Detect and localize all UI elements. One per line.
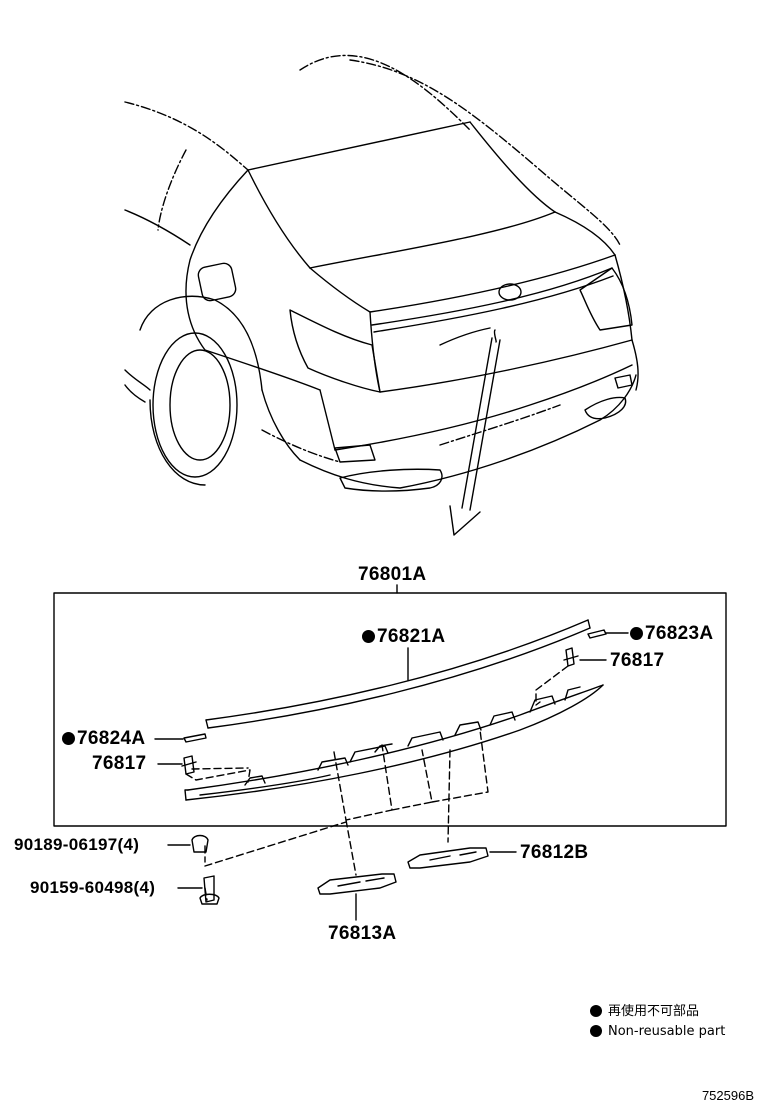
label-76824A: 76824A bbox=[62, 729, 145, 749]
nut-left-part bbox=[157, 755, 197, 775]
label-76821A: 76821A bbox=[362, 627, 445, 647]
screw-lower-part bbox=[177, 875, 220, 905]
vehicle-illustration bbox=[124, 54, 639, 492]
clip-left-part bbox=[183, 733, 207, 743]
assembly-frame bbox=[53, 592, 727, 827]
non-reusable-dot-icon bbox=[62, 732, 75, 745]
non-reusable-dot-icon bbox=[362, 630, 375, 643]
label-76813A: 76813A bbox=[328, 923, 397, 944]
label-76812B: 76812B bbox=[520, 842, 589, 863]
label-76801A: 76801A bbox=[358, 564, 427, 585]
garnish-body bbox=[184, 684, 604, 801]
bracket-right-part bbox=[407, 847, 517, 869]
legend-japanese: 再使用不可部品 bbox=[590, 1004, 699, 1020]
moulding-strip bbox=[205, 619, 591, 729]
label-90189-06197: 90189-06197(4) bbox=[14, 835, 140, 854]
label-76817-left: 76817 bbox=[92, 753, 147, 774]
legend-english: Non-reusable part bbox=[590, 1024, 725, 1040]
reference-code: 752596B bbox=[701, 1088, 754, 1103]
pointer-arrow bbox=[449, 329, 501, 536]
non-reusable-dot-icon bbox=[630, 627, 643, 640]
label-76823A: 76823A bbox=[630, 624, 713, 644]
nut-right-part bbox=[563, 647, 607, 667]
clip-right-part bbox=[587, 629, 607, 639]
screw-upper-part bbox=[167, 834, 209, 853]
bracket-lower-part bbox=[317, 873, 397, 921]
label-90159-60498: 90159-60498(4) bbox=[30, 878, 156, 897]
non-reusable-dot-icon bbox=[590, 1025, 602, 1037]
label-76817-right: 76817 bbox=[610, 650, 665, 671]
alignment-lines bbox=[185, 665, 569, 901]
non-reusable-dot-icon bbox=[590, 1005, 602, 1017]
